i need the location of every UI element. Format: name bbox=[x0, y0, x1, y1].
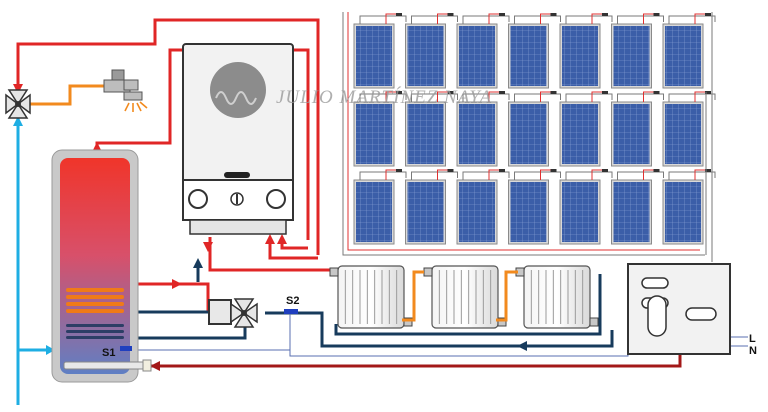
solar-panel bbox=[662, 169, 716, 245]
solar-panel bbox=[611, 13, 664, 89]
solar-panel-array bbox=[353, 13, 716, 245]
boiler-knob-right bbox=[266, 189, 286, 209]
boiler-knob-left bbox=[188, 189, 208, 209]
flow-arrows bbox=[13, 84, 527, 371]
storage-tank: S1 bbox=[51, 149, 152, 383]
solar-panel bbox=[559, 13, 613, 89]
solar-panel bbox=[405, 91, 458, 167]
watermark: JULIO MARTÍNEZ NAYA bbox=[276, 86, 492, 108]
boiler-display bbox=[224, 172, 250, 178]
solar-panel bbox=[353, 13, 407, 89]
mains-l-label: L bbox=[749, 333, 756, 345]
pump-valve bbox=[208, 298, 258, 328]
solar-panel bbox=[662, 13, 716, 89]
solar-panel bbox=[405, 13, 458, 89]
solar-controller bbox=[627, 263, 731, 355]
solar-panel bbox=[353, 91, 407, 167]
radiator bbox=[515, 265, 599, 329]
solar-panel bbox=[508, 169, 561, 245]
panel-wiring bbox=[342, 12, 713, 262]
solar-panel bbox=[611, 91, 664, 167]
solar-panel bbox=[662, 91, 716, 167]
boiler-logo bbox=[210, 62, 266, 118]
return-pipes bbox=[128, 262, 614, 348]
lower-coil bbox=[66, 324, 124, 339]
solar-panel bbox=[456, 91, 510, 167]
solar-panel bbox=[405, 169, 458, 245]
mixing-valve-top bbox=[5, 89, 31, 119]
solar-panel bbox=[508, 91, 561, 167]
dhw-pipe bbox=[30, 84, 104, 106]
mains-n-label: N bbox=[749, 345, 757, 357]
radiator bbox=[329, 265, 413, 329]
radiator-group bbox=[329, 265, 599, 329]
sensor-s1-label: S1 bbox=[102, 347, 115, 359]
upper-coil bbox=[66, 288, 124, 313]
solar-panel bbox=[508, 13, 561, 89]
solar-panel bbox=[611, 169, 664, 245]
heating-element bbox=[63, 361, 149, 370]
faucet-icon bbox=[103, 69, 148, 112]
solar-panel bbox=[353, 169, 407, 245]
radiator-links bbox=[402, 270, 518, 322]
sensor-s2-label: S2 bbox=[286, 295, 299, 307]
solar-panel bbox=[456, 13, 510, 89]
sensor-s1-probe bbox=[120, 346, 132, 351]
solar-loop-pipe bbox=[150, 352, 682, 368]
boiler bbox=[182, 43, 294, 235]
cold-water-pipes bbox=[16, 120, 52, 405]
radiator bbox=[423, 265, 507, 329]
solar-panel bbox=[456, 169, 510, 245]
solar-panel bbox=[559, 169, 613, 245]
sensor-s2-probe bbox=[284, 309, 298, 314]
solar-panel bbox=[559, 91, 613, 167]
